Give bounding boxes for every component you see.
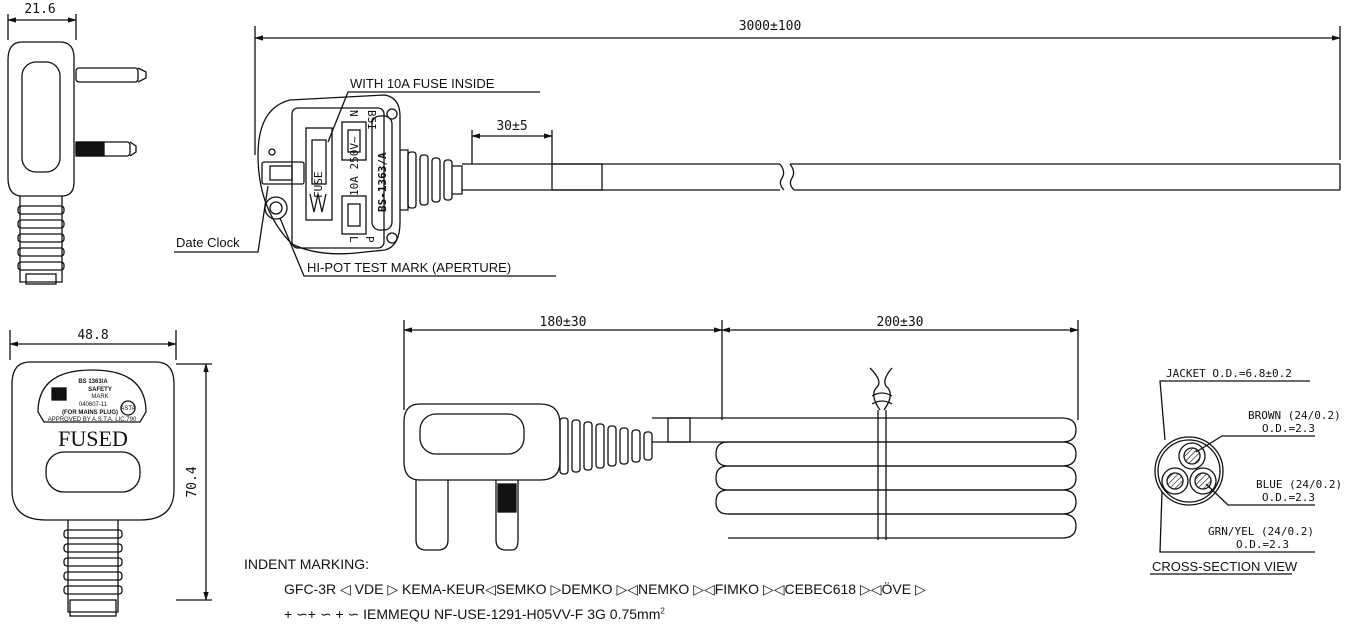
dim-coil-first: 180±30 [540, 315, 587, 330]
fuse-label: FUSE [312, 172, 325, 199]
brown-label: BROWN (24/0.2) [1248, 409, 1341, 422]
front-code-label: 040607-11 [79, 402, 108, 408]
plug-top-view [174, 26, 1341, 277]
fuse-callout: WITH 10A FUSE INSIDE [350, 76, 495, 91]
hipot-callout: HI-POT TEST MARK (APERTURE) [307, 260, 511, 275]
blue-od-label: O.D.=2.3 [1262, 491, 1315, 504]
dim-coil-second: 200±30 [877, 315, 924, 330]
indent-line-2-text: + ∽+ ∽ + ∽ IEMMEQU NF-USE-1291-H05VV-F 3… [284, 606, 661, 622]
blue-label: BLUE (24/0.2) [1256, 478, 1342, 491]
indent-title: INDENT MARKING: [244, 556, 369, 572]
dim-plug-front-width: 48.8 [77, 328, 108, 343]
front-asta-label: ASTA [120, 406, 135, 412]
pin-n-label: N [347, 110, 360, 117]
dim-plug-front-height: 70.4 [185, 466, 200, 497]
coiled-cord-view [403, 320, 1079, 551]
front-safety-label: SAFETY [88, 387, 112, 393]
grn-label: GRN/YEL (24/0.2) [1208, 525, 1314, 538]
bs-standard-label: BS-1363/A [376, 152, 389, 212]
plug-side-view [7, 14, 147, 285]
dim-plug-side-width: 21.6 [24, 2, 55, 17]
grn-od-label: O.D.=2.3 [1236, 538, 1289, 551]
indent-line-2-sup: 2 [660, 606, 665, 616]
pin-l-label: L [347, 236, 360, 243]
bsi-label: BSI [365, 110, 378, 130]
front-mark-label: MARK [91, 394, 108, 400]
rating-label: 10A 250V~ [348, 136, 361, 196]
pin-p-label: P [363, 236, 376, 243]
indent-line-2: + ∽+ ∽ + ∽ IEMMEQU NF-USE-1291-H05VV-F 3… [284, 606, 665, 623]
front-mains-label: (FOR MAINS PLUG) [62, 410, 118, 416]
date-clock-callout: Date Clock [176, 235, 240, 250]
jacket-label: JACKET O.D.=6.8±0.2 [1166, 367, 1292, 380]
indent-line-1: GFC-3R ◁ VDE ▷ KEMA-KEUR◁SEMKO ▷DEMKO ▷◁… [284, 581, 926, 597]
front-fused-label: FUSED [58, 426, 128, 451]
cross-section-view [1150, 380, 1315, 575]
dim-strip-length: 30±5 [496, 119, 527, 134]
front-approved-label: APPROVED BY A.S.T.A. LIC.790 [48, 417, 137, 423]
dim-cord-length: 3000±100 [739, 19, 802, 34]
cross-section-title: CROSS-SECTION VIEW [1152, 559, 1298, 574]
plug-front-view [9, 330, 212, 617]
front-bs-label: BS 1363/A [78, 379, 108, 385]
brown-od-label: O.D.=2.3 [1262, 422, 1315, 435]
